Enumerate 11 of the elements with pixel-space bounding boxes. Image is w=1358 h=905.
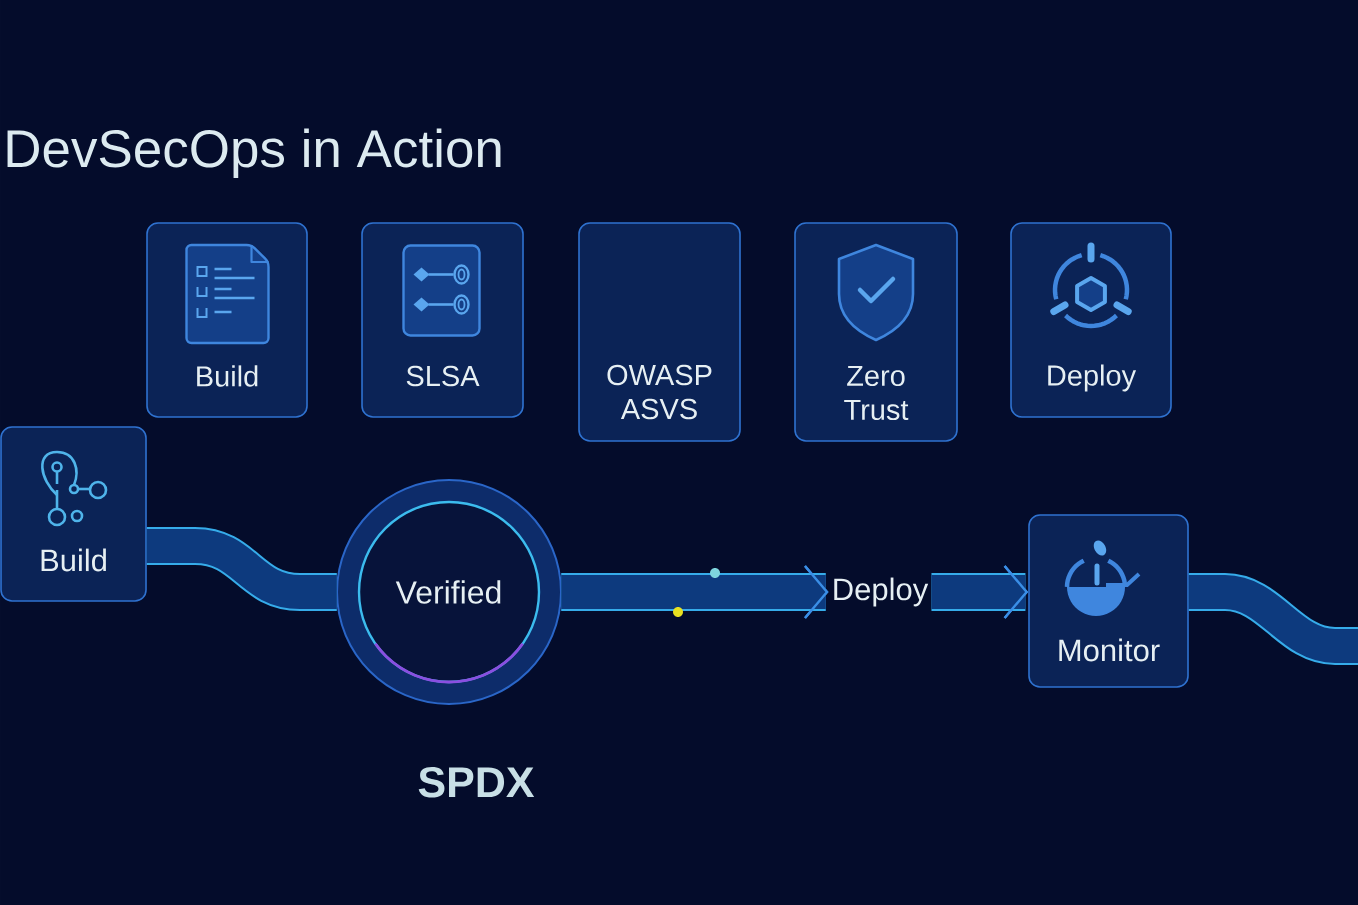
flow-arrow (561, 565, 829, 619)
label-text: SPDX (418, 766, 535, 798)
step-box: Build (0, 426, 147, 602)
step-box: Deploy (1010, 222, 1172, 418)
step-box: Monitor (1028, 514, 1189, 688)
flow-band (146, 527, 337, 611)
flow-band (1188, 573, 1358, 665)
ring-node: Verified (336, 479, 562, 705)
step-label: Deploy (834, 577, 929, 607)
step-box: OWASP ASVS (578, 222, 741, 442)
title: DevSecOps in Action (7, 128, 501, 178)
